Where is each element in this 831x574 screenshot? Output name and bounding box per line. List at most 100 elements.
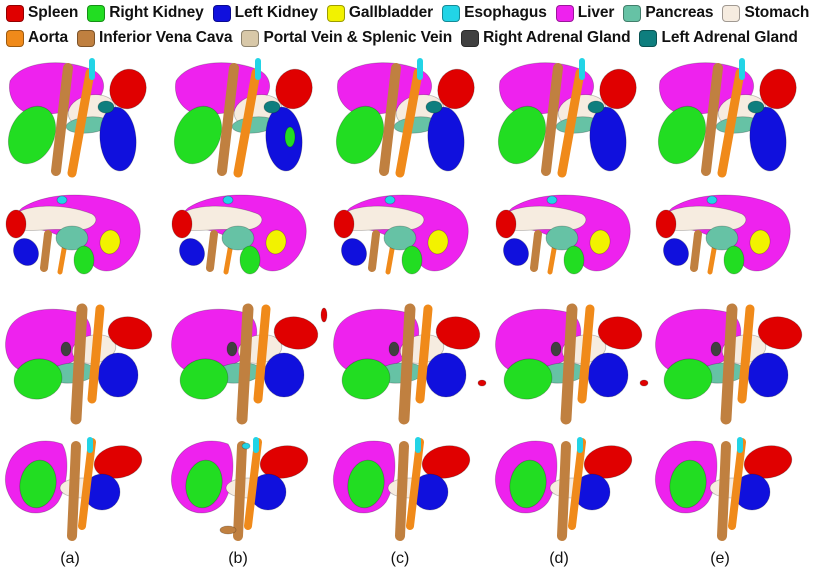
- legend-swatch-pancreas: [623, 4, 642, 22]
- render-row-2-col-3: [333, 194, 469, 275]
- aorta-render: [67, 68, 95, 178]
- aorta-render: [737, 304, 755, 404]
- render-row-4-col-3: [332, 437, 471, 541]
- legend-row-2: Aorta Inferior Vena Cava Portal Vein & S…: [6, 29, 807, 47]
- render-row-1-col-1: [7, 58, 147, 178]
- aorta-render: [568, 438, 586, 530]
- legend-label-left-adrenal: Left Adrenal Gland: [661, 29, 798, 46]
- caption-d: (d): [549, 550, 569, 567]
- legend-swatch-gallbladder: [326, 4, 345, 22]
- legend-swatch-stomach: [722, 4, 741, 22]
- right-kidney-render: [563, 245, 585, 275]
- legend-label-spleen: Spleen: [28, 4, 79, 21]
- legend-item-left-adrenal: Left Adrenal Gland: [639, 29, 798, 47]
- render-row-4-col-4: [494, 437, 633, 541]
- spleen-render: [275, 68, 313, 110]
- right-adrenal-render: [60, 341, 72, 357]
- gallbladder-render: [265, 229, 287, 255]
- render-row-3-col-2: [171, 303, 328, 425]
- left-kidney-render: [749, 106, 787, 172]
- aorta-render: [717, 68, 745, 178]
- legend-item-portal-vein: Portal Vein & Splenic Vein: [241, 29, 452, 47]
- render-row-3-col-5: [655, 303, 803, 425]
- legend-item-liver: Liver: [555, 4, 614, 22]
- spleen-fragment: [639, 379, 649, 387]
- render-row-1-col-4: [497, 58, 637, 178]
- legend-item-right-adrenal: Right Adrenal Gland: [461, 29, 631, 47]
- legend-swatch-right-adrenal: [461, 29, 480, 47]
- right-adrenal-render: [550, 341, 562, 357]
- ivc-render: [40, 230, 52, 272]
- spleen-render: [759, 68, 797, 110]
- aorta-render: [253, 304, 271, 404]
- legend-swatch-esophagus: [442, 4, 461, 22]
- left-kidney-render: [263, 352, 305, 398]
- ivc-render: [701, 63, 723, 176]
- left-kidney-render: [99, 106, 137, 172]
- legend-label-stomach: Stomach: [744, 4, 810, 21]
- legend-swatch-spleen: [6, 4, 24, 22]
- render-row-2-col-2: [171, 194, 307, 275]
- legend-item-right-kidney: Right Kidney: [87, 4, 204, 22]
- spleen-render: [435, 316, 481, 350]
- right-kidney-render: [663, 358, 713, 400]
- ivc-render: [530, 230, 542, 272]
- legend-item-spleen: Spleen: [6, 4, 78, 22]
- left-kidney-render: [587, 352, 629, 398]
- ivc-render: [70, 303, 88, 425]
- ivc-render: [541, 63, 563, 176]
- legend-label-pancreas: Pancreas: [645, 4, 714, 21]
- esophagus-render: [384, 195, 396, 205]
- pancreas-render: [545, 225, 579, 251]
- pancreas-render: [55, 225, 89, 251]
- spleen-render: [171, 209, 193, 239]
- right-kidney-render: [19, 459, 57, 509]
- render-row-4-col-2: [170, 437, 309, 541]
- legend-item-ivc: Inferior Vena Cava: [76, 29, 233, 47]
- legend-item-left-kidney: Left Kidney: [212, 4, 318, 22]
- right-kidney-render: [401, 245, 423, 275]
- ivc-fragment: [219, 525, 237, 535]
- ivc-render: [236, 303, 254, 425]
- legend-label-right-adrenal: Right Adrenal Gland: [483, 29, 631, 46]
- gallbladder-render: [749, 229, 771, 255]
- esophagus-render: [546, 195, 558, 205]
- right-kidney-render: [239, 245, 261, 275]
- left-kidney-render: [179, 238, 205, 266]
- ivc-render: [206, 230, 218, 272]
- esophagus-render: [56, 195, 68, 205]
- right-kidney-render: [13, 358, 63, 400]
- right-kidney-fragment: [284, 126, 296, 148]
- caption-a: (a): [60, 550, 80, 567]
- legend-item-stomach: Stomach: [722, 4, 809, 22]
- pancreas-render: [221, 225, 255, 251]
- render-row-3-col-4: [495, 303, 649, 425]
- ivc-render: [217, 63, 239, 176]
- left-kidney-render: [747, 352, 789, 398]
- ivc-render: [51, 63, 73, 176]
- legend-swatch-liver: [555, 4, 574, 22]
- ivc-render: [717, 441, 731, 541]
- spleen-render: [437, 68, 475, 110]
- spleen-render: [743, 445, 793, 479]
- legend-label-ivc: Inferior Vena Cava: [98, 29, 233, 46]
- legend-swatch-left-adrenal: [639, 29, 658, 47]
- right-adrenal-render: [226, 341, 238, 357]
- organ-legend: Spleen Right Kidney Left Kidney Gallblad…: [0, 0, 831, 56]
- render-row-3-col-3: [333, 303, 487, 425]
- legend-row-1: Spleen Right Kidney Left Kidney Gallblad…: [6, 4, 818, 22]
- aorta-render: [395, 68, 423, 178]
- aorta-render: [244, 438, 262, 530]
- spleen-render: [495, 209, 517, 239]
- esophagus-render: [222, 195, 234, 205]
- aorta-render: [406, 438, 424, 530]
- render-row-3-col-1: [5, 303, 153, 425]
- right-kidney-render: [73, 245, 95, 275]
- legend-swatch-right-kidney: [87, 4, 106, 22]
- spleen-render: [333, 209, 355, 239]
- caption-b: (b): [228, 550, 248, 567]
- left-adrenal-render: [263, 100, 281, 114]
- left-adrenal-render: [587, 100, 605, 114]
- legend-swatch-left-kidney: [212, 4, 231, 22]
- ivc-render: [720, 303, 738, 425]
